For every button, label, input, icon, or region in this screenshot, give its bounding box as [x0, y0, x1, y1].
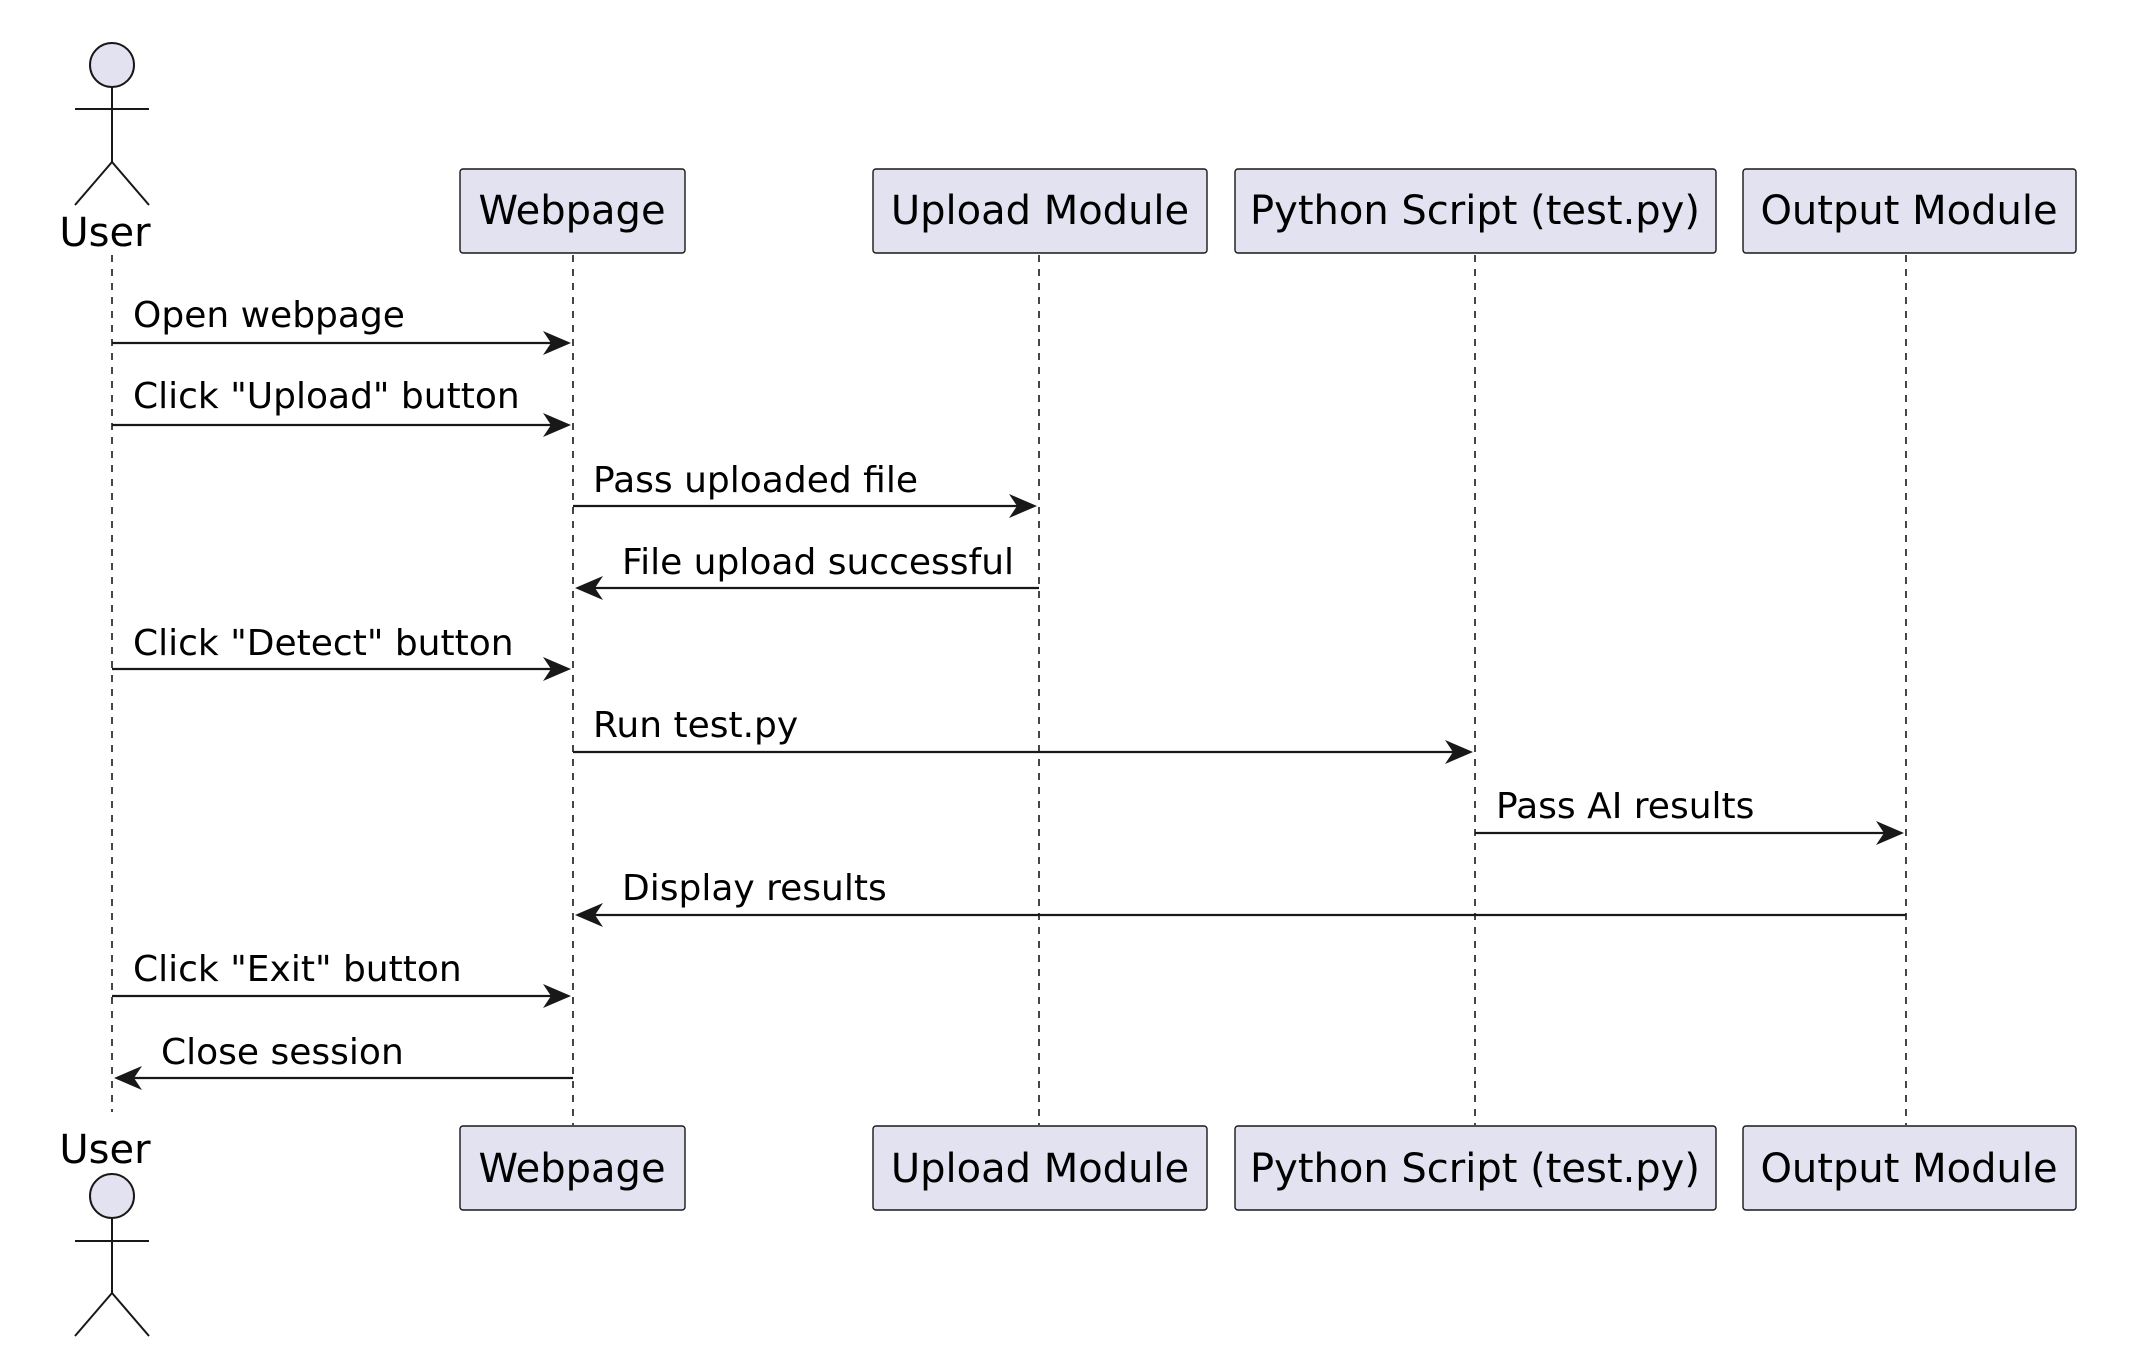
participant-upload-module-top: Upload Module	[872, 168, 1208, 254]
participant-label-webpage-top: Webpage	[478, 188, 665, 234]
actor-label-user-bottom: User	[59, 1127, 151, 1173]
arrowhead	[1009, 494, 1037, 518]
participant-python-script-top: Python Script (test.py)	[1234, 168, 1717, 254]
message-label: Click "Detect" button	[133, 623, 514, 664]
participant-webpage-top: Webpage	[459, 168, 686, 254]
actor-user-bottom: User	[59, 1127, 151, 1337]
participant-upload-module-bottom: Upload Module	[872, 1125, 1208, 1211]
participant-label-output-module-top: Output Module	[1760, 188, 2057, 234]
participant-box	[1234, 1125, 1717, 1211]
participant-box	[872, 1125, 1208, 1211]
participant-label-python-script-top: Python Script (test.py)	[1250, 188, 1700, 234]
actor-right-leg	[111, 1292, 150, 1337]
arrowhead	[543, 413, 571, 437]
arrowhead	[543, 657, 571, 681]
participant-box	[459, 1125, 686, 1211]
participant-label-webpage-bottom: Webpage	[478, 1146, 665, 1192]
participant-box	[459, 168, 686, 254]
arrowhead	[575, 576, 603, 600]
message-label: File upload successful	[622, 542, 1014, 583]
message-label: Click "Exit" button	[133, 949, 462, 990]
arrowhead	[543, 331, 571, 355]
message-label: Click "Upload" button	[133, 376, 520, 417]
message-file-upload-successful: File upload successful	[575, 542, 1039, 600]
actor-head	[89, 42, 135, 88]
actor-left-leg	[74, 161, 113, 206]
arrowhead	[1876, 821, 1904, 845]
participant-webpage-bottom: Webpage	[459, 1125, 686, 1211]
arrowhead	[575, 903, 603, 927]
message-display-results: Display results	[575, 868, 1906, 927]
participant-label-upload-module-top: Upload Module	[891, 188, 1189, 234]
participant-label-python-script-bottom: Python Script (test.py)	[1250, 1146, 1700, 1192]
participant-python-script-bottom: Python Script (test.py)	[1234, 1125, 1717, 1211]
participant-output-module-bottom: Output Module	[1742, 1125, 2077, 1211]
participant-box	[1742, 168, 2077, 254]
participant-label-upload-module-bottom: Upload Module	[891, 1146, 1189, 1192]
participant-box	[1234, 168, 1717, 254]
participant-output-module-top: Output Module	[1742, 168, 2077, 254]
participant-box	[872, 168, 1208, 254]
actor-right-leg	[111, 161, 150, 206]
participant-box	[1742, 1125, 2077, 1211]
participant-label-output-module-bottom: Output Module	[1760, 1146, 2057, 1192]
message-pass-ai-results: Pass AI results	[1475, 786, 1904, 845]
message-label: Display results	[622, 868, 887, 909]
actor-head	[89, 1173, 135, 1219]
actor-user-top: User	[59, 42, 151, 256]
message-click-exit: Click "Exit" button	[112, 949, 571, 1008]
message-label: Close session	[161, 1032, 404, 1073]
message-label: Pass uploaded file	[593, 460, 918, 501]
lifelines	[111, 255, 1907, 1125]
actor-label-user-top: User	[59, 210, 151, 256]
message-click-detect: Click "Detect" button	[112, 623, 571, 681]
message-pass-uploaded-file: Pass uploaded file	[573, 460, 1037, 518]
messages: Open webpage Click "Upload" button Pass …	[112, 295, 1906, 1090]
message-click-upload: Click "Upload" button	[112, 376, 571, 437]
arrowhead	[1445, 740, 1473, 764]
actor-left-leg	[74, 1292, 113, 1337]
message-label: Pass AI results	[1496, 786, 1754, 827]
arrowhead	[114, 1066, 142, 1090]
message-label: Run test.py	[593, 705, 798, 746]
message-open-webpage: Open webpage	[112, 295, 571, 355]
message-label: Open webpage	[133, 295, 405, 336]
arrowhead	[543, 984, 571, 1008]
message-close-session: Close session	[114, 1032, 573, 1090]
message-run-test-py: Run test.py	[573, 705, 1473, 764]
